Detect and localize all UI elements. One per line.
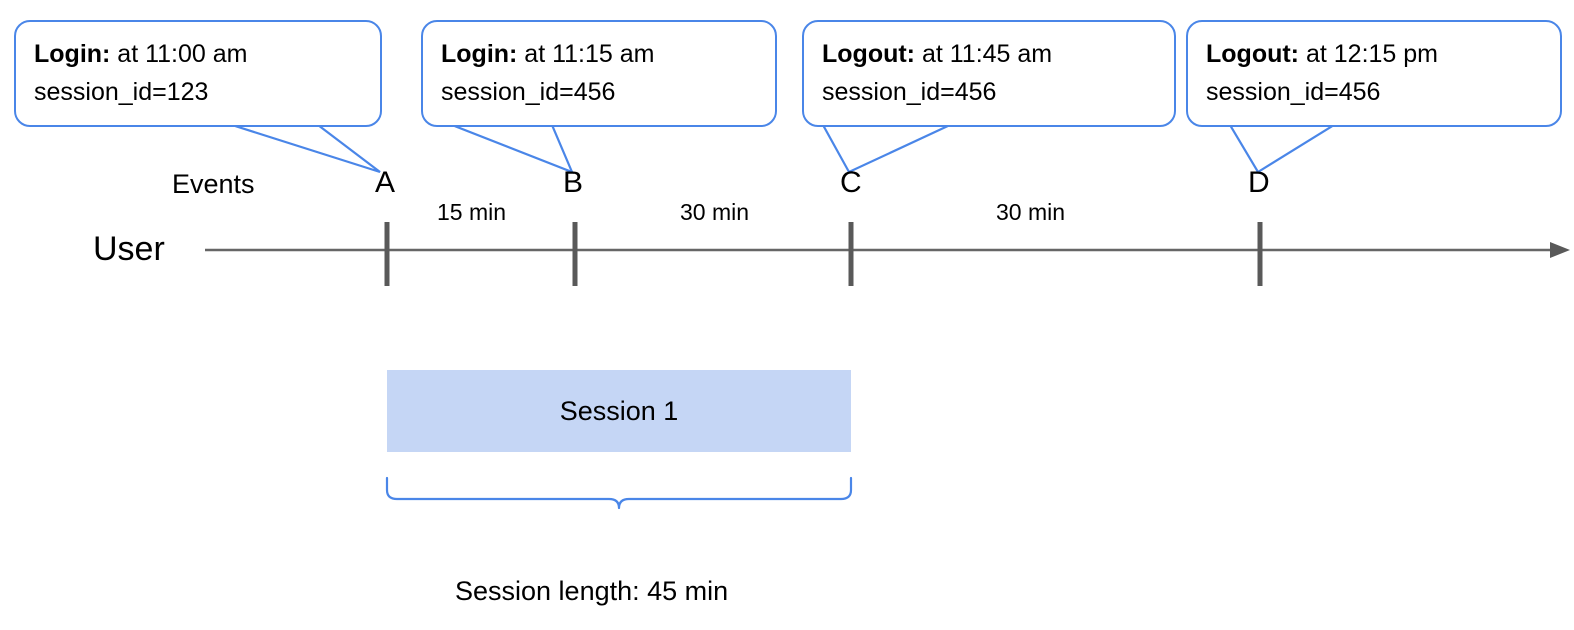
callout-head: Login: [441, 40, 518, 68]
callout-line-2: session_id=456 [1206, 78, 1381, 106]
callout-bubble-a: Login: at 11:00 am session_id=123 [14, 20, 382, 127]
interval-label-bc: 30 min [680, 199, 750, 225]
user-row-label: User [93, 230, 165, 268]
session-length-label: Session length: 45 min [455, 576, 729, 606]
session-bar: Session 1 [387, 370, 851, 452]
callout-line-1: Login: at 11:15 am [441, 35, 757, 73]
callout-line-1: Logout: at 12:15 pm [1206, 35, 1542, 73]
callout-line-2: session_id=123 [34, 78, 209, 106]
callout-line-1: Logout: at 11:45 am [822, 35, 1156, 73]
tick-label-a: A [375, 166, 396, 199]
callout-tail-c [822, 124, 951, 174]
callout-time: at 11:00 am [110, 40, 248, 68]
callout-bubble-c: Logout: at 11:45 am session_id=456 [802, 20, 1176, 127]
callout-bubble-d: Logout: at 12:15 pm session_id=456 [1186, 20, 1562, 127]
callout-tail-c-fill [823, 125, 950, 172]
interval-label-cd: 30 min [996, 199, 1066, 225]
session-brace [385, 476, 853, 510]
callout-time: at 11:45 am [915, 40, 1053, 68]
callout-head: Login: [34, 40, 111, 68]
callout-time: at 11:15 am [517, 40, 655, 68]
session-bar-label: Session 1 [559, 395, 679, 426]
callout-line-1: Login: at 11:00 am [34, 35, 362, 73]
callout-line-2: session_id=456 [822, 78, 997, 106]
interval-label-ab: 15 min [437, 199, 507, 225]
callout-tail-a [231, 123, 381, 174]
callout-bubble-b: Login: at 11:15 am session_id=456 [421, 20, 777, 127]
timeline-axis-arrowhead [1550, 242, 1570, 258]
tick-label-b: B [563, 166, 584, 199]
callout-head: Logout: [822, 40, 916, 68]
callout-line-2: session_id=456 [441, 78, 616, 106]
callout-tail-d-fill [1230, 125, 1334, 172]
tick-label-c: C [840, 166, 862, 199]
tick-label-d: D [1248, 166, 1270, 199]
events-row-label: Events [172, 169, 255, 199]
callout-tail-b [451, 123, 575, 174]
callout-time: at 12:15 pm [1299, 40, 1438, 68]
callout-tail-d [1229, 124, 1335, 174]
callout-head: Logout: [1206, 40, 1300, 68]
